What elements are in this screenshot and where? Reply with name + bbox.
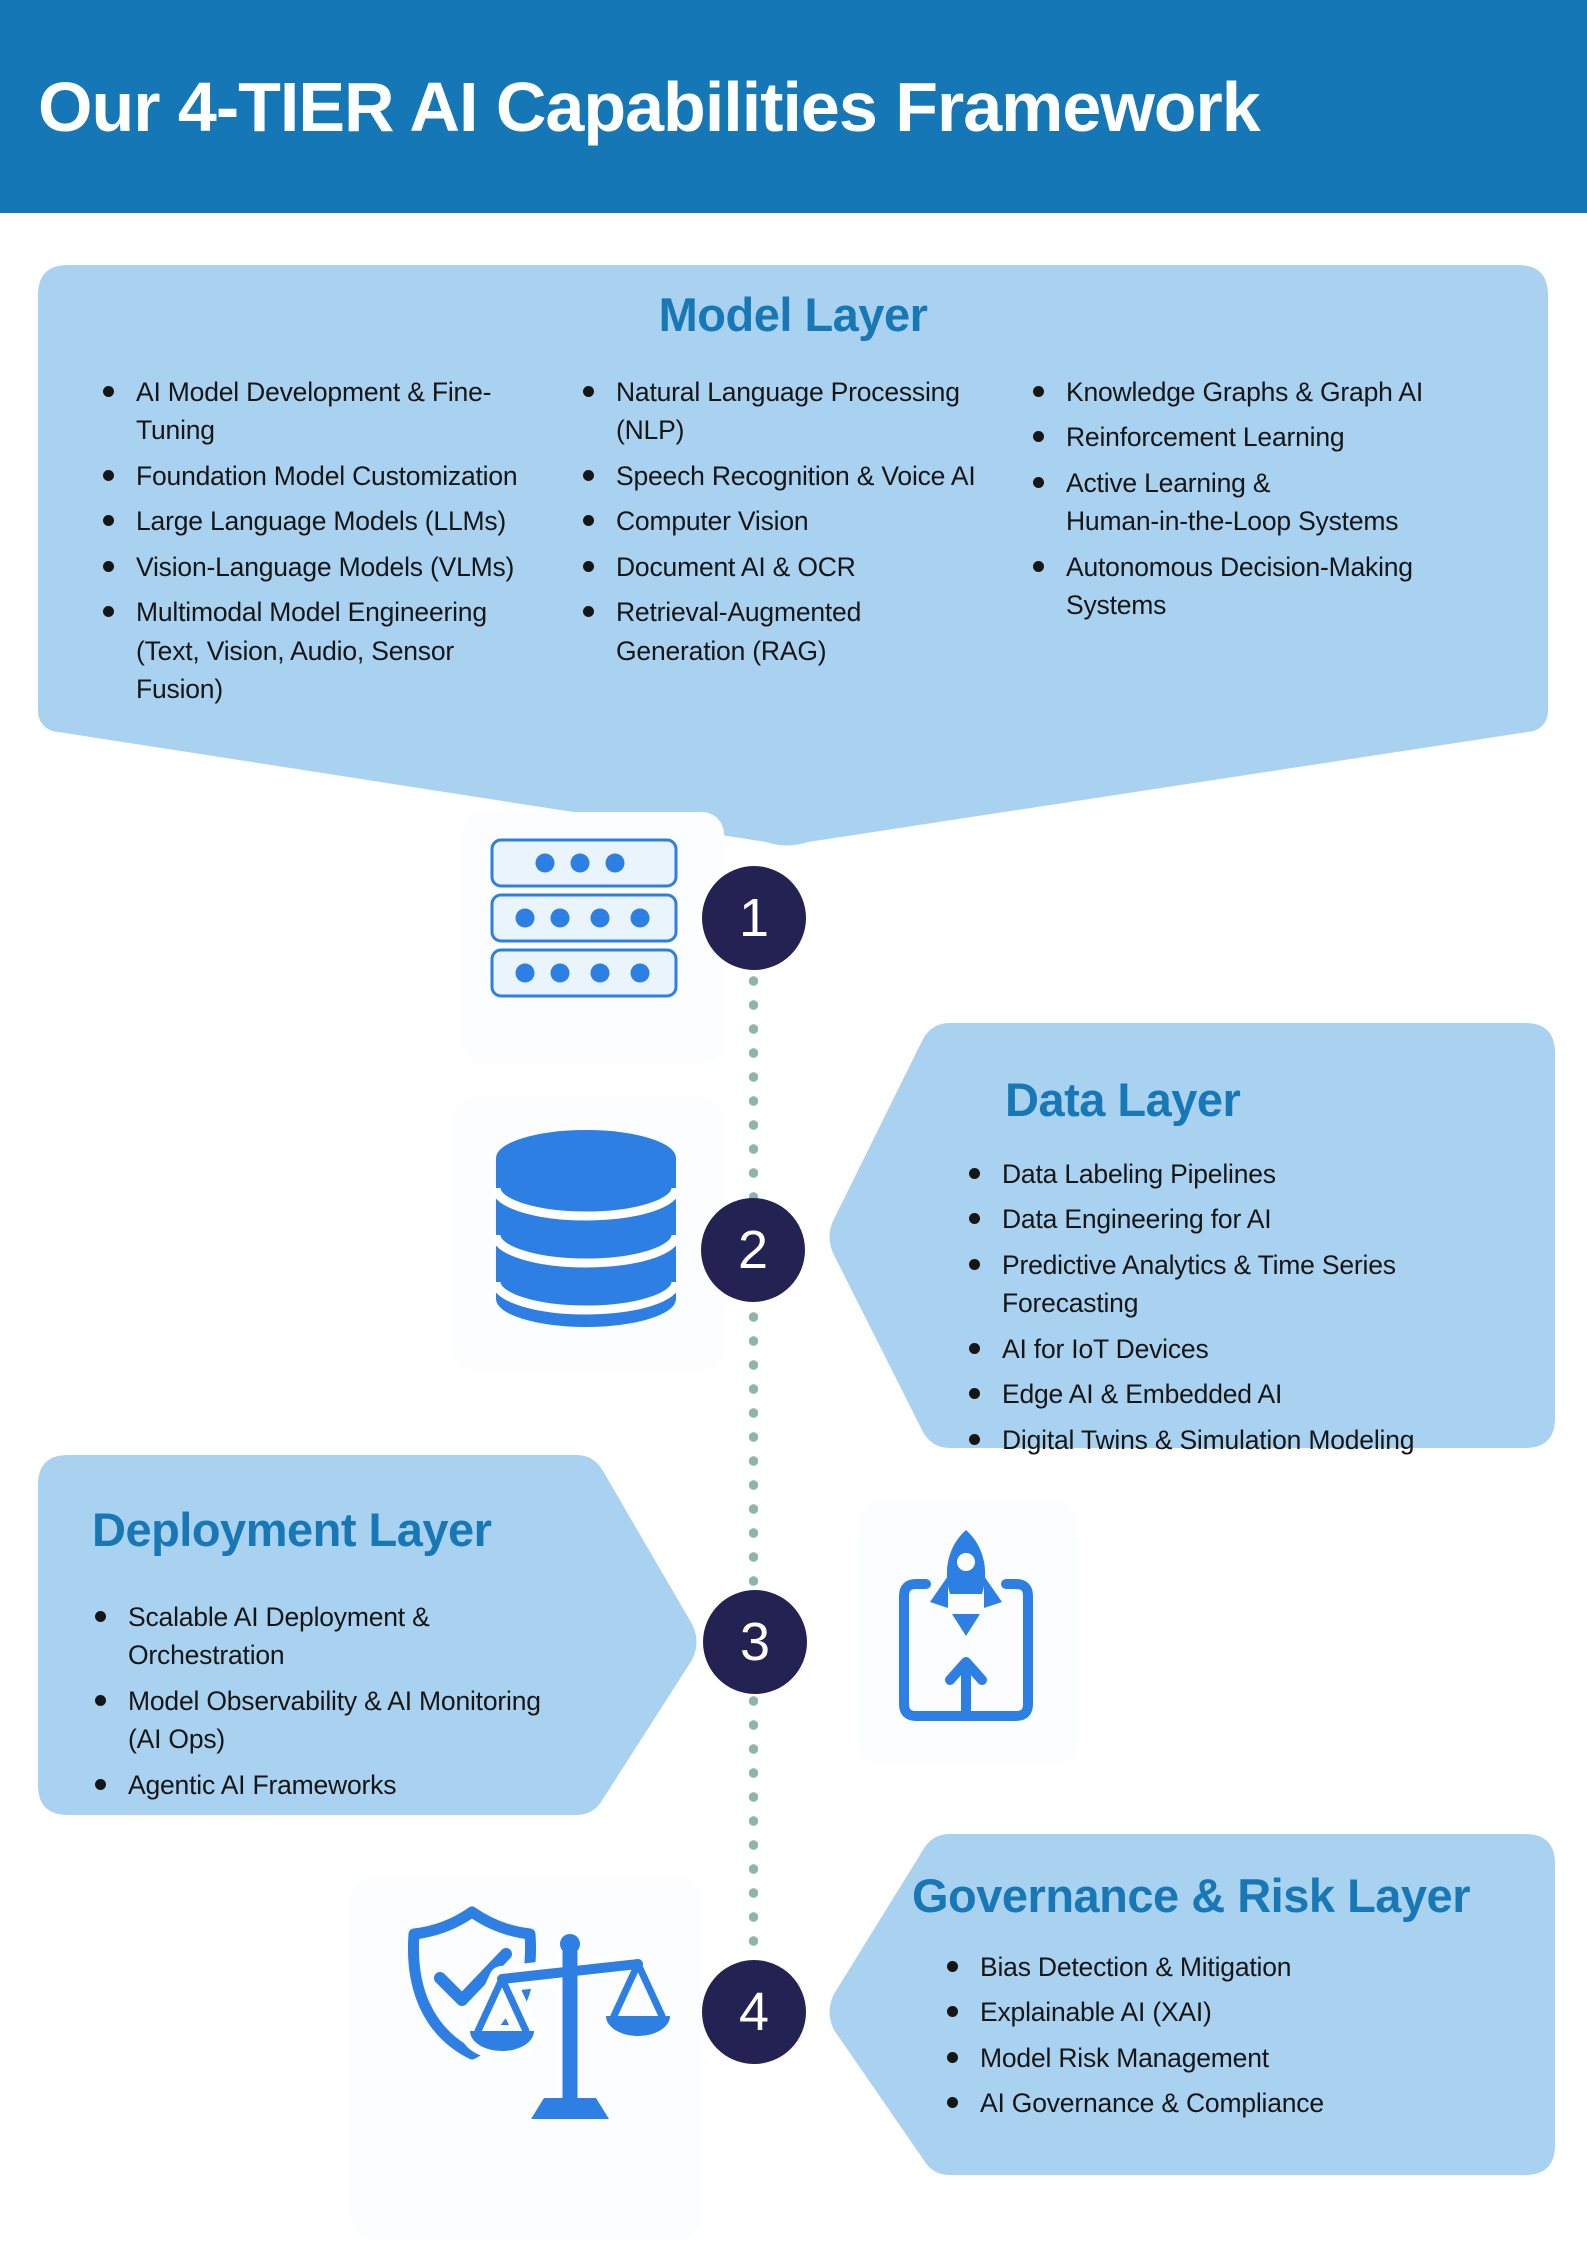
list-item: Digital Twins & Simulation Modeling [962, 1421, 1522, 1459]
list-item: Reinforcement Learning [1026, 418, 1490, 456]
database-icon [494, 1130, 678, 1327]
page-title: Our 4-TIER AI Capabilities Framework [38, 67, 1261, 146]
data-layer-shape [829, 1023, 1555, 1448]
list-item: Document AI & OCR [576, 548, 1026, 586]
list-item: Retrieval-Augmented Generation (RAG) [576, 593, 1026, 670]
list-item: Active Learning & Human-in-the-Loop Syst… [1026, 464, 1490, 541]
server-rack-icon [490, 838, 678, 998]
list-item: Model Risk Management [940, 2039, 1500, 2077]
list-item: Edge AI & Embedded AI [962, 1375, 1522, 1413]
list-item: AI Model Development & Fine- Tuning [96, 373, 576, 450]
list-item: Model Observability & AI Monitoring (AI … [88, 1682, 668, 1759]
tier-3-badge: 3 [703, 1590, 807, 1694]
list-item: Knowledge Graphs & Graph AI [1026, 373, 1490, 411]
list-item: Large Language Models (LLMs) [96, 502, 576, 540]
deployment-layer-list: Scalable AI Deployment & Orchestration M… [88, 1598, 668, 1811]
shield-scales-icon [407, 1906, 670, 2119]
deployment-layer-shape [38, 1455, 697, 1815]
list-item: Data Labeling Pipelines [962, 1155, 1522, 1193]
model-layer-panel: Model Layer AI Model Development & Fine-… [38, 265, 1548, 850]
governance-risk-layer-title: Governance & Risk Layer [912, 1869, 1471, 1922]
list-item: Data Engineering for AI [962, 1200, 1522, 1238]
model-layer-shape [38, 265, 1548, 846]
list-item: Predictive Analytics & Time Series Forec… [962, 1246, 1522, 1323]
governance-risk-layer-shape [829, 1834, 1555, 2175]
header-banner: Our 4-TIER AI Capabilities Framework [0, 0, 1587, 213]
model-layer-column-2: Natural Language Processing (NLP) Speech… [576, 373, 1026, 715]
list-item: Computer Vision [576, 502, 1026, 540]
model-layer-column-1: AI Model Development & Fine- Tuning Foun… [96, 373, 576, 715]
list-item: Autonomous Decision-Making Systems [1026, 548, 1490, 625]
list-item: Explainable AI (XAI) [940, 1993, 1500, 2031]
governance-risk-layer-list: Bias Detection & Mitigation Explainable … [940, 1948, 1500, 2130]
list-item: Bias Detection & Mitigation [940, 1948, 1500, 1986]
list-item: Scalable AI Deployment & Orchestration [88, 1598, 668, 1675]
deployment-layer-title: Deployment Layer [92, 1503, 492, 1556]
tier-2-badge: 2 [701, 1198, 805, 1302]
model-layer-column-3: Knowledge Graphs & Graph AI Reinforcemen… [1026, 373, 1490, 715]
timeline-dotted-line [749, 976, 758, 1966]
list-item: Foundation Model Customization [96, 457, 576, 495]
data-layer-panel: Data Layer Data Labeling Pipelines Data … [820, 1023, 1555, 1455]
tier-4-number: 4 [738, 1982, 770, 2042]
model-layer-columns: AI Model Development & Fine- Tuning Foun… [38, 373, 1548, 715]
model-layer-title: Model Layer [658, 288, 928, 341]
tier-4-badge: 4 [702, 1960, 806, 2064]
tier-1-number: 1 [738, 888, 770, 948]
list-item: Multimodal Model Engineering (Text, Visi… [96, 593, 576, 708]
governance-risk-layer-panel: Governance & Risk Layer Bias Detection &… [820, 1834, 1555, 2175]
tier-1-badge: 1 [702, 866, 806, 970]
deployment-layer-panel: Deployment Layer Scalable AI Deployment … [38, 1455, 706, 1815]
rocket-launch-icon [899, 1530, 1033, 1721]
data-layer-title: Data Layer [1005, 1073, 1241, 1126]
list-item: Agentic AI Frameworks [88, 1766, 668, 1804]
list-item: AI for IoT Devices [962, 1330, 1522, 1368]
tier-3-number: 3 [739, 1612, 771, 1672]
tier-2-number: 2 [737, 1220, 769, 1280]
list-item: Speech Recognition & Voice AI [576, 457, 1026, 495]
list-item: Vision-Language Models (VLMs) [96, 548, 576, 586]
data-layer-list: Data Labeling Pipelines Data Engineering… [962, 1155, 1522, 1466]
list-item: Natural Language Processing (NLP) [576, 373, 1026, 450]
list-item: AI Governance & Compliance [940, 2084, 1500, 2122]
